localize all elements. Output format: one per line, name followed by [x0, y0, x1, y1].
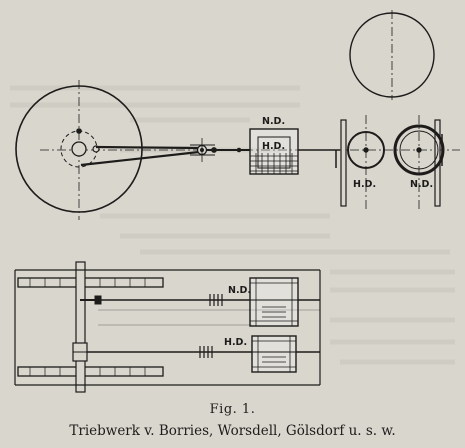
cylinder-nd-plan — [249, 277, 299, 327]
label-hd-end: H.D. — [353, 179, 376, 190]
driving-axle — [75, 261, 86, 393]
crank-pin-upper — [76, 128, 82, 134]
bleed-through-texture — [10, 85, 455, 365]
connecting-rod-lower — [80, 150, 200, 167]
label-hd-side: H.D. — [262, 141, 285, 152]
nd-cylinder-end — [393, 124, 445, 176]
plan-wheel-lower — [17, 366, 164, 377]
label-hd-plan: H.D. — [224, 337, 247, 348]
locomotive-drive-diagram: N.D. H.D. H.D. N.D. — [10, 10, 460, 393]
crosshead-hd-plan — [199, 346, 213, 358]
cylinder-hd-plan — [251, 335, 297, 373]
hd-cylinder-end — [347, 131, 385, 169]
label-nd-side: N.D. — [262, 116, 285, 127]
driving-wheel — [15, 85, 143, 213]
crosshead-nd-plan — [209, 294, 223, 306]
plan-view — [14, 261, 321, 393]
connecting-rod-upper — [95, 145, 200, 150]
end-view-wheel — [349, 12, 435, 98]
end-view — [333, 10, 460, 210]
wheel-hub — [71, 141, 87, 157]
plan-wheel-upper — [17, 277, 164, 288]
figure-number: Fig. 1. — [209, 402, 256, 417]
figure-caption: Triebwerk v. Borries, Worsdell, Gölsdorf… — [69, 423, 396, 439]
side-elevation — [15, 80, 345, 220]
frame-plate-left — [340, 119, 347, 207]
label-nd-plan: N.D. — [228, 285, 251, 296]
label-nd-end: N.D. — [410, 179, 433, 190]
